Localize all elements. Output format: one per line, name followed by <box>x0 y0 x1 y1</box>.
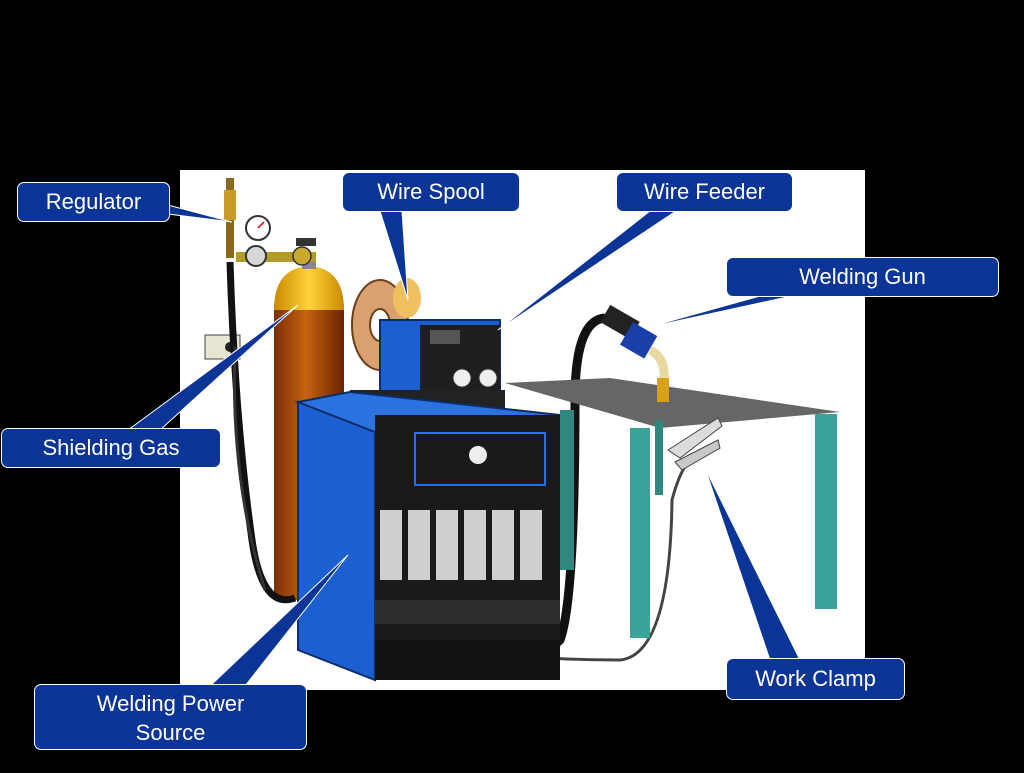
wire-feeder-icon <box>350 319 505 411</box>
work-clamp-icon <box>667 417 723 471</box>
welding-power-source-label: Welding Power Source <box>34 684 307 750</box>
regulator-label: Regulator <box>17 182 170 222</box>
wire-feeder-label: Wire Feeder <box>616 172 793 212</box>
callout-pointers <box>126 204 801 687</box>
work-table-icon <box>505 378 840 638</box>
power-source-icon <box>294 390 561 682</box>
wire-spool-label: Wire Spool <box>342 172 520 212</box>
work-clamp-label: Work Clamp <box>726 658 905 700</box>
regulator-gauge-icon <box>224 178 316 267</box>
welding-gun-icon <box>600 304 669 402</box>
power-cord <box>232 346 267 591</box>
welding-gun-label: Welding Gun <box>726 257 999 297</box>
gas-hose <box>226 261 297 604</box>
shielding-gas-label: Shielding Gas <box>1 428 221 468</box>
